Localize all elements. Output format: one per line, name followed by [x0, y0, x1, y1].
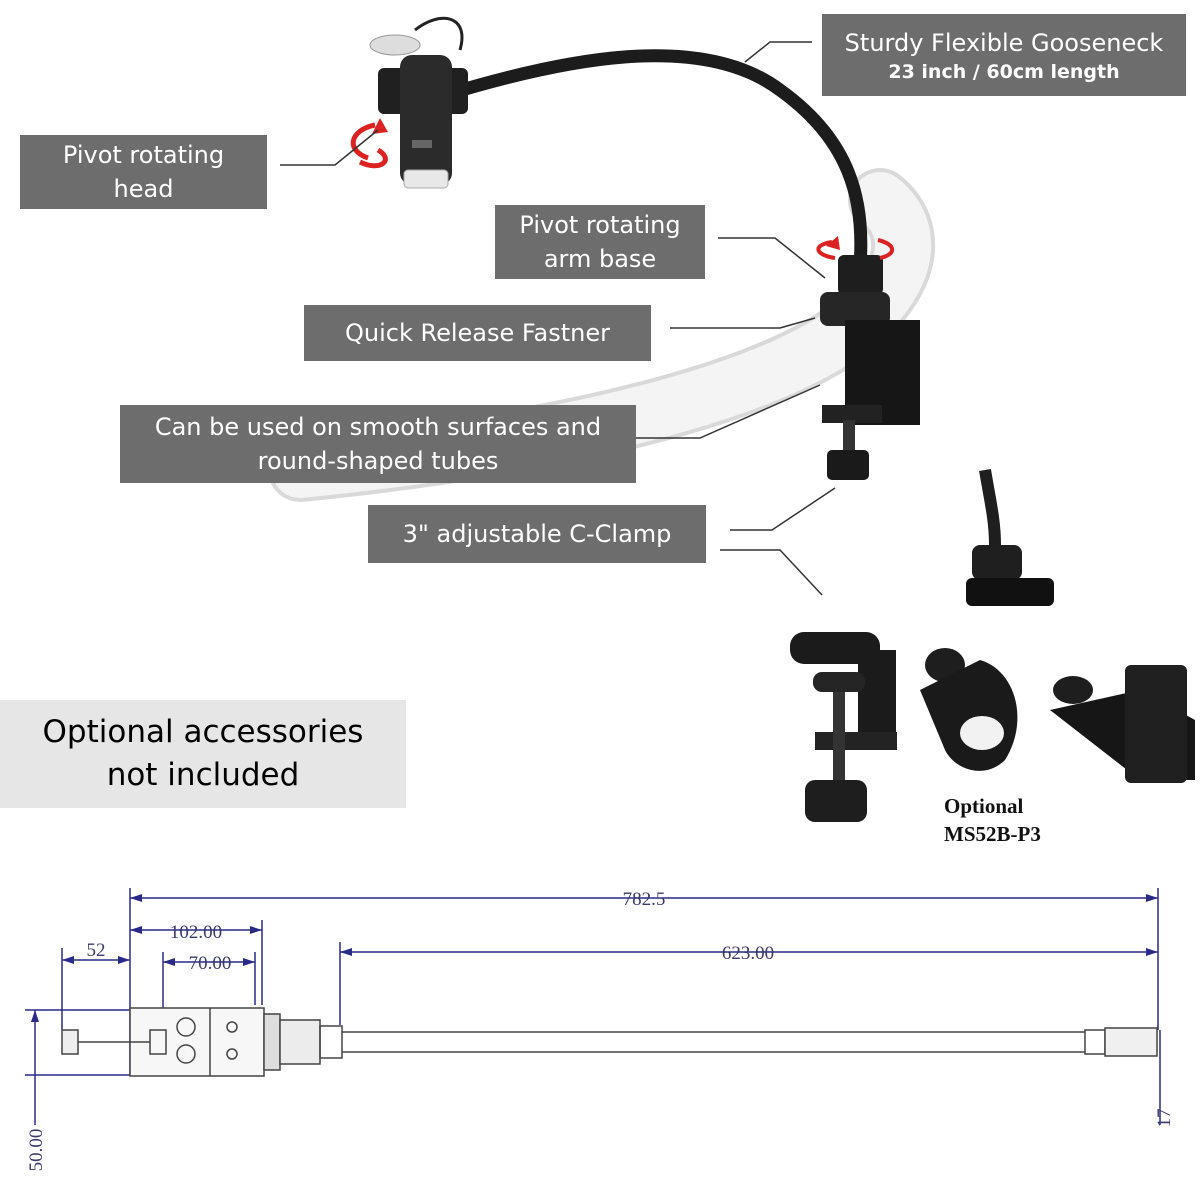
rotation-arrow-icon: [350, 122, 376, 161]
dim-clamp-width: 102.00: [170, 922, 222, 943]
rotation-arrow-icon: [816, 240, 836, 260]
dim-overall: 782.5: [623, 889, 666, 910]
callout-pivot-base: Pivot rotating arm base: [495, 205, 705, 279]
pivot-base-line1: Pivot rotating: [519, 211, 681, 239]
gooseneck-title: Sturdy Flexible Gooseneck: [844, 29, 1164, 57]
dim-block-width: 70.00: [189, 953, 232, 974]
callout-gooseneck: Sturdy Flexible Gooseneck 23 inch / 60cm…: [822, 14, 1186, 96]
accessories-line2: not included: [106, 757, 300, 793]
c-clamp-label: 3" adjustable C-Clamp: [402, 520, 672, 548]
pivot-head-line2: head: [113, 175, 174, 203]
accessories-line1: Optional accessories: [42, 714, 364, 750]
callout-quick-release: Quick Release Fastner: [304, 305, 651, 361]
callout-surfaces: Can be used on smooth surfaces and round…: [120, 405, 636, 483]
dim-tip: 17: [1154, 1109, 1175, 1128]
accessories-note: Optional accessories not included: [0, 700, 406, 808]
gooseneck-arm: [438, 49, 868, 272]
rotation-arrow-icon: [358, 147, 388, 169]
quick-release-label: Quick Release Fastner: [345, 319, 610, 347]
pivot-base-line2: arm base: [543, 245, 657, 273]
leader-lines: [280, 41, 836, 596]
clamp-assembly: [820, 255, 920, 480]
dim-gooseneck: 623.00: [722, 943, 774, 964]
pivot-head-line1: Pivot rotating: [62, 141, 225, 169]
optional-part-label: Optional MS52B-P3: [944, 792, 1041, 848]
dim-height: 50.00: [26, 1129, 47, 1172]
technical-drawing: 782.5 102.00 52 70.00 623.00 50.00 17: [25, 888, 1175, 1171]
surfaces-line1: Can be used on smooth surfaces and: [154, 413, 602, 441]
callout-c-clamp: 3" adjustable C-Clamp: [368, 505, 706, 563]
optional-accessories: [790, 469, 1195, 822]
optional-part-number: MS52B-P3: [944, 822, 1041, 846]
optional-line1: Optional: [944, 794, 1024, 818]
gooseneck-length: 23 inch / 60cm length: [888, 61, 1120, 83]
surfaces-line2: round-shaped tubes: [257, 447, 499, 475]
microscope: [369, 16, 468, 189]
rotation-arrow-icon: [877, 238, 895, 260]
callout-pivot-head: Pivot rotating head: [20, 135, 267, 209]
dim-offset: 52: [87, 940, 106, 961]
